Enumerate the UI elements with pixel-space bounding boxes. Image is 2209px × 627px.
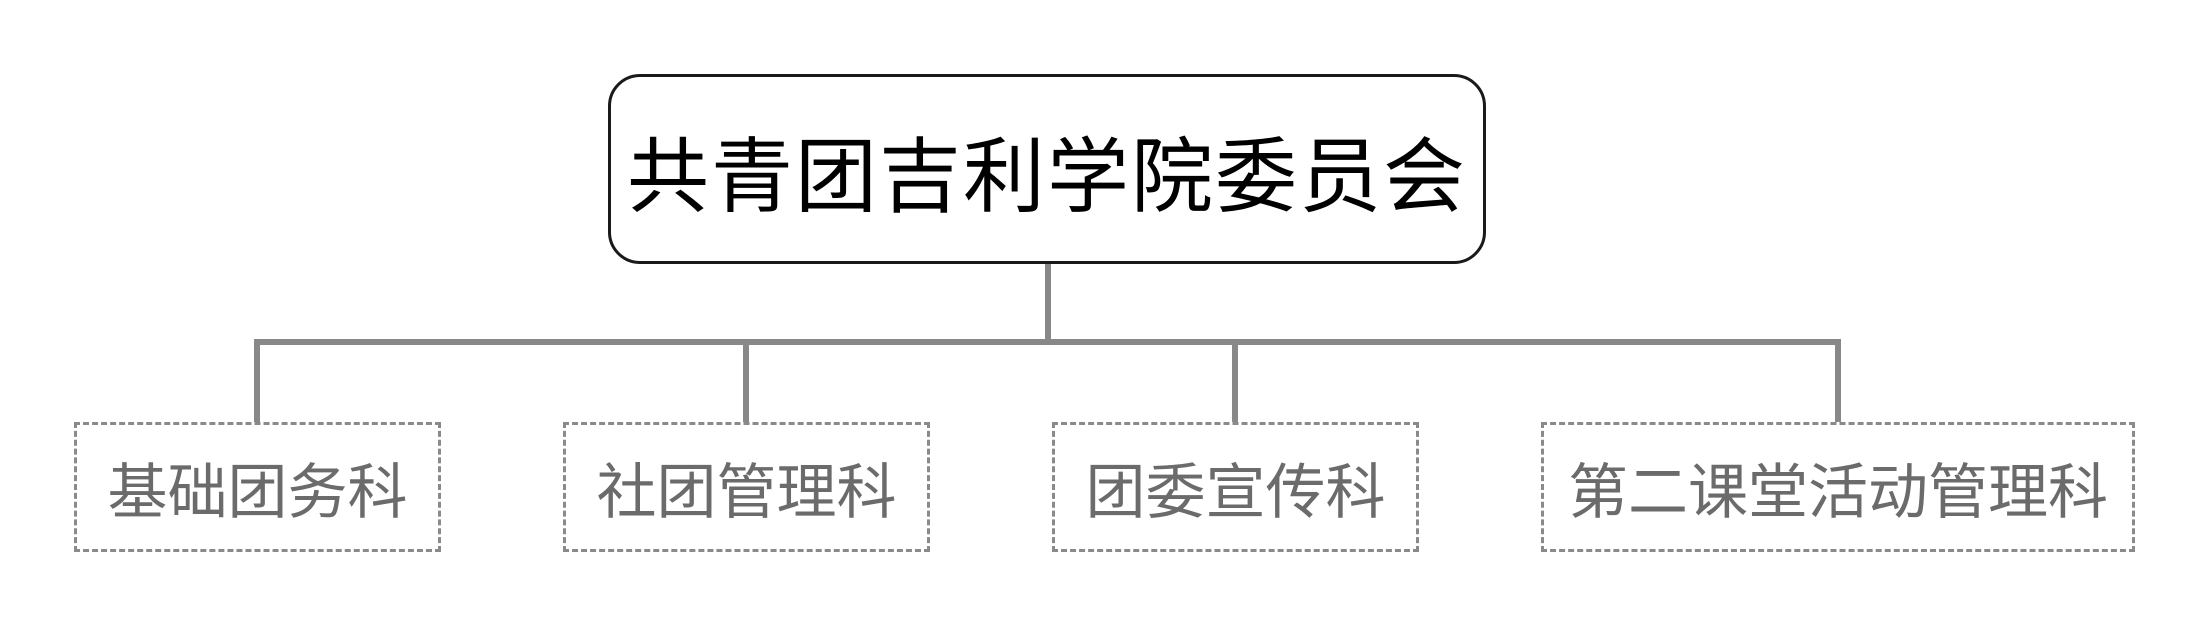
child-node-club-management: 社团管理科 (563, 422, 930, 552)
child-node-label: 社团管理科 (596, 457, 897, 528)
child-node-publicity: 团委宣传科 (1052, 422, 1419, 552)
child-node-label: 第二课堂活动管理科 (1568, 457, 2108, 528)
root-node-label: 共青团吉利学院委员会 (626, 129, 1467, 225)
child-node-label: 基础团务科 (107, 457, 408, 528)
child-node-second-classroom: 第二课堂活动管理科 (1541, 422, 2135, 552)
child-node-label: 团委宣传科 (1085, 457, 1386, 528)
child-node-basic-affairs: 基础团务科 (74, 422, 441, 552)
root-node: 共青团吉利学院委员会 (608, 74, 1486, 264)
